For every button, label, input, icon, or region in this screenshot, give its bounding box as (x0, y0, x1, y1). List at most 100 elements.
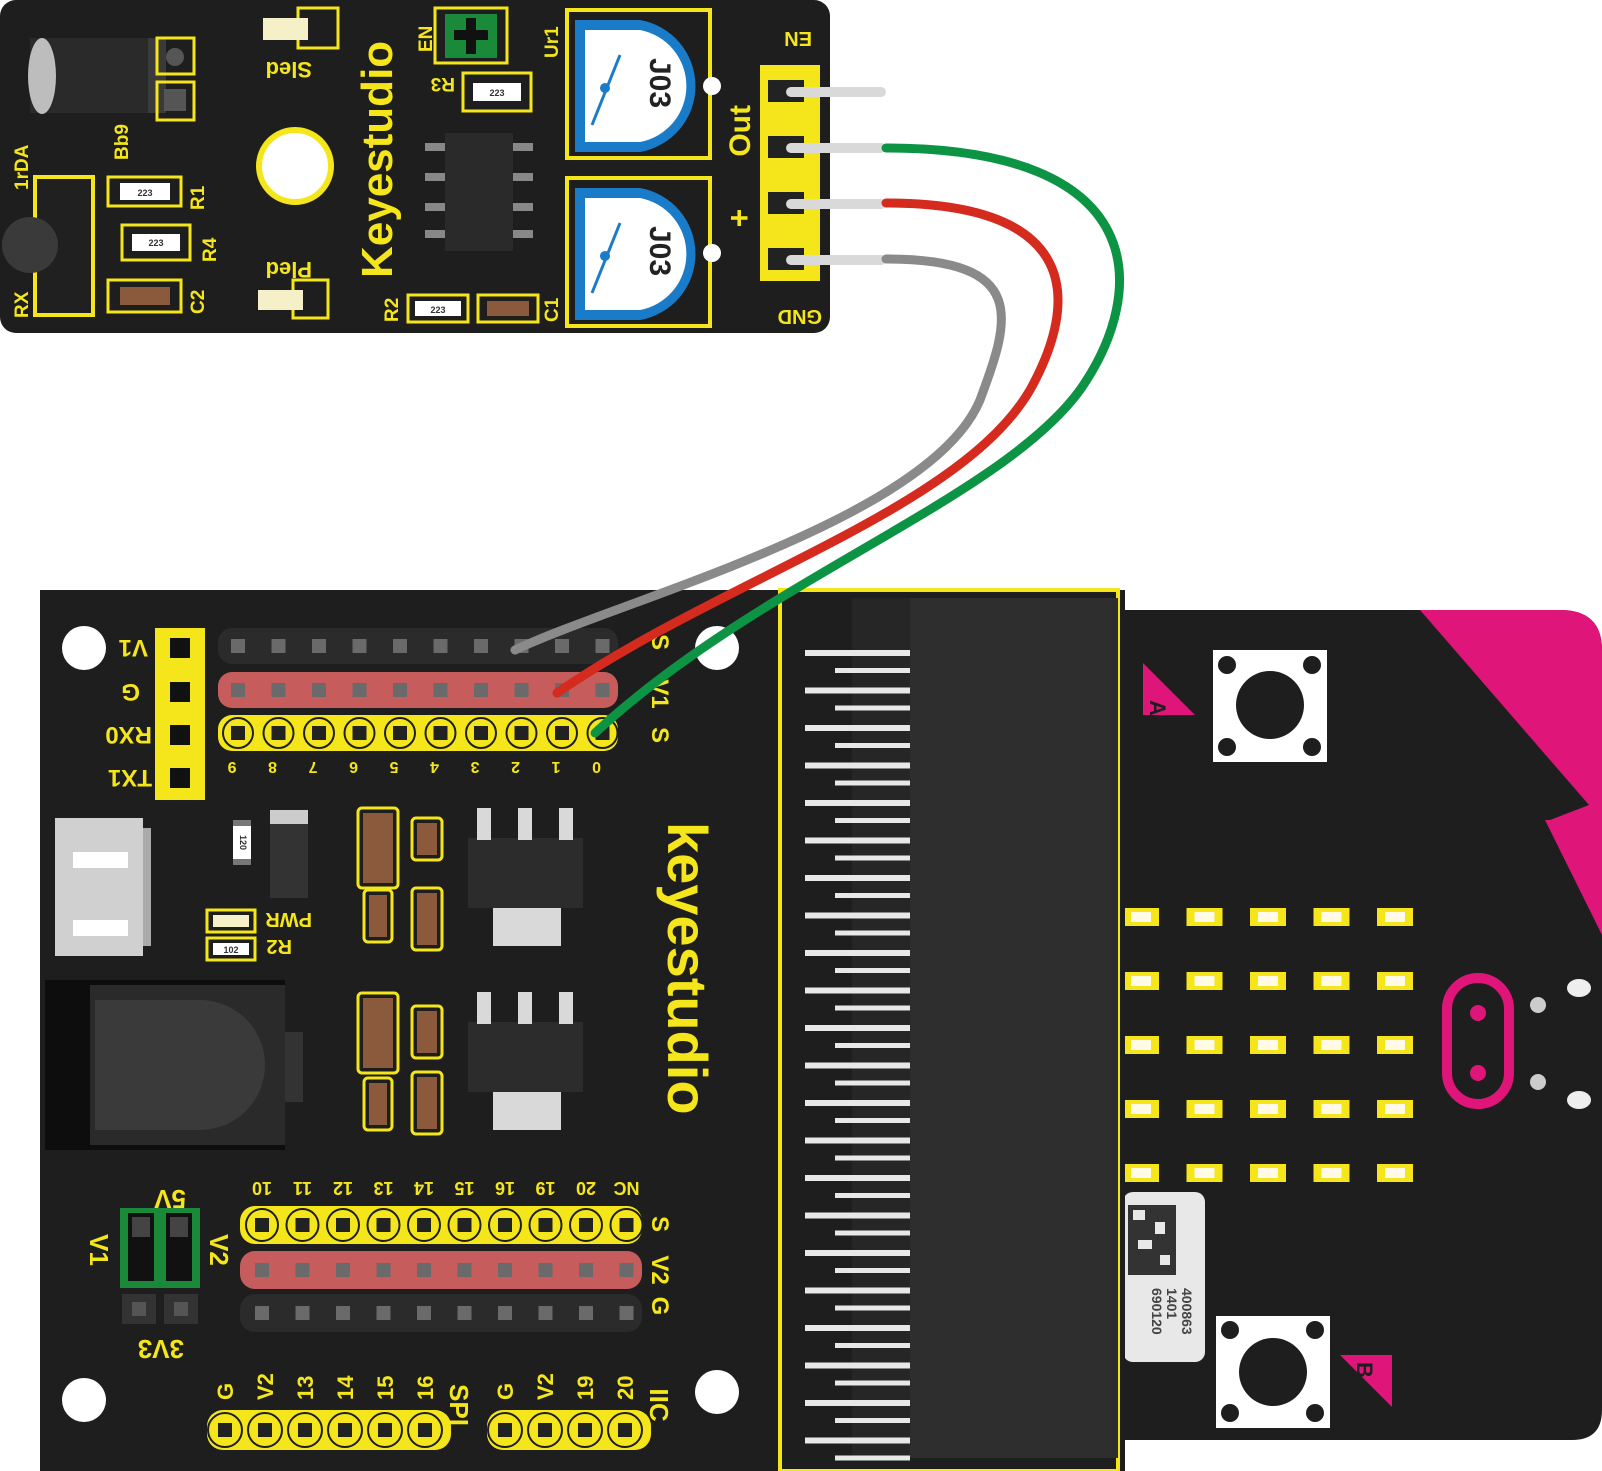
led-center (1321, 976, 1342, 986)
regulator-pin (518, 808, 532, 840)
button-a[interactable] (1213, 650, 1327, 762)
pin-number: 16 (495, 1178, 515, 1198)
pot-marking-top: J03 (643, 58, 676, 108)
serial-sticker: 400863 1401 690120 (1123, 1192, 1205, 1362)
regulator-pin (518, 992, 532, 1024)
edge-tooth (805, 725, 910, 731)
edge-tooth-short (835, 780, 910, 786)
edge-tooth-short (835, 743, 910, 748)
pin-number: 8 (268, 758, 277, 775)
uart-label-tx1: TX1 (108, 764, 152, 791)
microbit-accent-top (1420, 610, 1602, 820)
edge-tooth (805, 762, 910, 769)
regulator-body (468, 1022, 583, 1092)
pin (393, 683, 407, 697)
edge-connector-teeth (805, 650, 910, 1461)
pin (619, 1263, 634, 1277)
r2-shield-code: 102 (223, 945, 238, 955)
r2-shield-label: R2 (266, 935, 292, 957)
pin (498, 1423, 512, 1437)
sensor-brand: Keyestudio (353, 41, 402, 278)
pin (231, 639, 245, 653)
pin (231, 683, 245, 697)
edge-tooth-short (835, 930, 910, 936)
led-center (1194, 912, 1215, 922)
ic-chip-icon (425, 133, 533, 251)
label-r3: R3 (431, 73, 455, 94)
edge-tooth (805, 1400, 910, 1406)
button-a-label: A (1145, 700, 1170, 716)
edge-tooth-short (835, 1118, 910, 1123)
regulator-body (468, 838, 583, 908)
led-center (1131, 1040, 1151, 1050)
pin-number: 9 (227, 758, 236, 775)
edge-tooth (805, 837, 910, 844)
pin (433, 639, 448, 653)
capacitor-outline (410, 816, 444, 862)
pin (433, 726, 448, 740)
pin-number: 20 (576, 1178, 596, 1198)
pin-label: 14 (333, 1375, 358, 1400)
pin (295, 1306, 310, 1320)
edge-tooth-short (835, 1005, 910, 1011)
button-b[interactable] (1216, 1316, 1330, 1428)
header-row (218, 672, 618, 708)
edge-tooth-short (835, 968, 910, 973)
en-jumper-icon (433, 6, 509, 65)
capacitor-body (417, 893, 437, 945)
led-center (1321, 1168, 1342, 1178)
ir-receiver-icon (2, 175, 95, 317)
pin (595, 683, 610, 697)
pin (538, 1263, 553, 1277)
mount-hole (62, 626, 106, 670)
pin-number: 4 (430, 758, 439, 775)
bottom-row-label-v2: V2 (646, 1255, 673, 1284)
jumper-5v-label: 5V (154, 1184, 186, 1214)
edge-tooth-short (835, 1418, 910, 1423)
led-center (1194, 976, 1215, 986)
wire-signal (590, 143, 1124, 738)
pin (555, 639, 569, 653)
led-center (1321, 1104, 1342, 1114)
edge-tooth-short (835, 1268, 910, 1273)
led-center (1385, 912, 1405, 922)
pin (376, 1263, 391, 1277)
edge-tooth-short (835, 1155, 910, 1161)
pin-number: 13 (373, 1178, 393, 1198)
capacitor-body (417, 1011, 437, 1053)
bottom-row-label-g: G (646, 1297, 673, 1316)
pin (298, 1423, 312, 1437)
edge-tooth (805, 1437, 910, 1444)
led-center (1321, 1040, 1342, 1050)
pwr-led-icon (205, 908, 257, 934)
pin (538, 1218, 553, 1232)
label-bb9: Bb9 (112, 124, 133, 160)
pin (618, 1423, 632, 1437)
mount-hole (695, 1370, 739, 1414)
gpio-header-top (218, 628, 619, 751)
pin (255, 1218, 269, 1232)
edge-tooth (805, 1212, 910, 1219)
pin (376, 1218, 391, 1232)
r3-code: 223 (489, 88, 504, 98)
capacitor-body (417, 823, 437, 855)
jumper-3v3-label: 3V3 (138, 1334, 184, 1364)
edge-tooth-short (835, 1193, 910, 1198)
pin-label-gnd: GND (778, 305, 822, 327)
pin (538, 1423, 552, 1437)
pled-icon (258, 278, 330, 320)
edge-tooth-short (835, 1230, 910, 1236)
edge-tooth-short (835, 893, 910, 898)
header-row (240, 1251, 642, 1289)
regulator-pin (559, 808, 573, 840)
pin-number: 11 (293, 1178, 312, 1198)
uart-label-rx0: RX0 (105, 721, 152, 748)
edge-tooth-short (835, 705, 910, 711)
microbit-board: A B 400863 1401 690120 (1090, 610, 1602, 1440)
capacitor-outline (410, 1070, 444, 1136)
led-center (1194, 1104, 1215, 1114)
resistor-r3-icon: 223 (461, 71, 533, 113)
power-section (356, 806, 583, 1136)
pin (555, 726, 569, 740)
